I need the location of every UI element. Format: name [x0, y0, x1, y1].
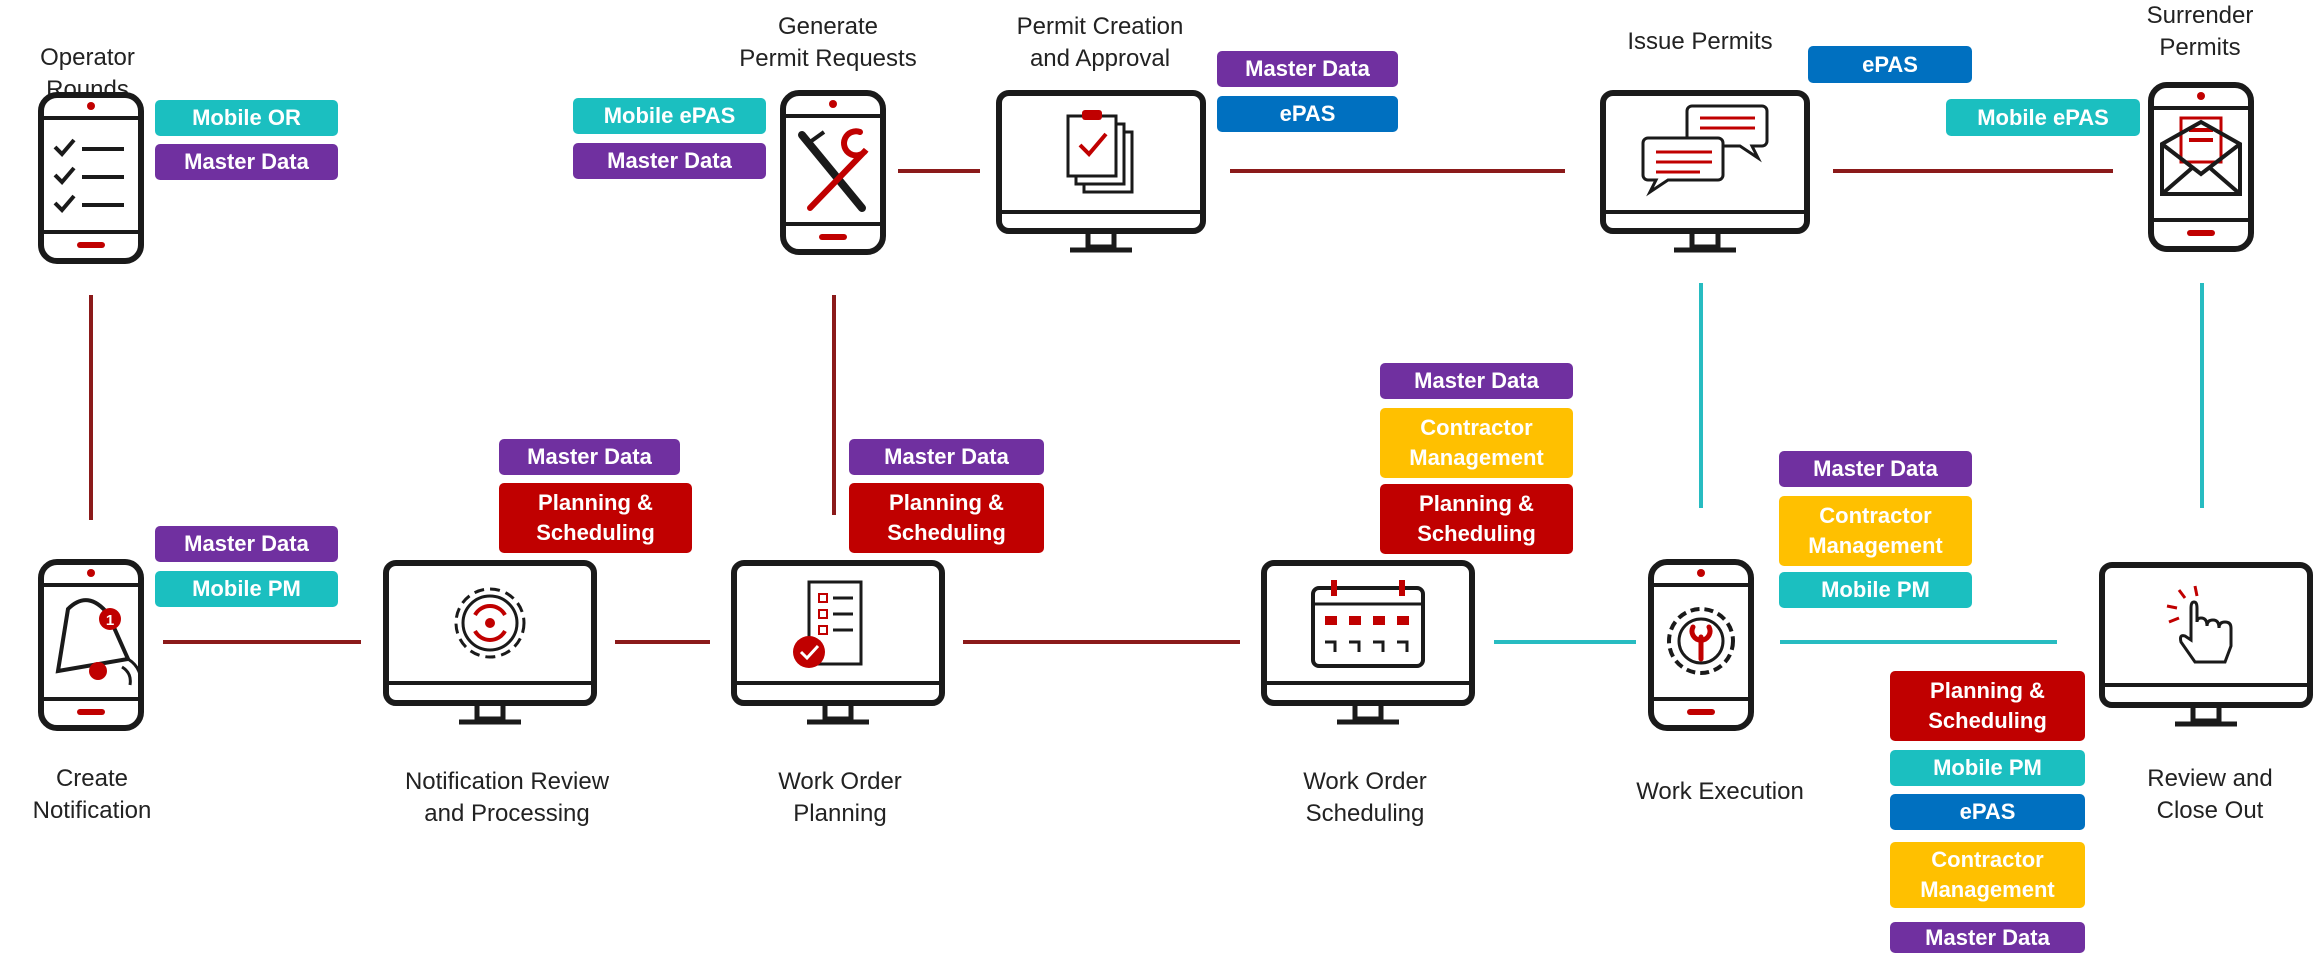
badge-mobile-epas: Mobile ePAS [1946, 99, 2140, 136]
device-create-notification: 1 [38, 559, 144, 731]
badge-master-data: Master Data [155, 526, 338, 562]
device-surrender-permits [2148, 82, 2254, 252]
device-operator-rounds [38, 92, 144, 264]
badge-mobile-pm: Mobile PM [155, 571, 338, 607]
label-work-execution: Work Execution [1636, 778, 1804, 805]
badge-contractor-management: Contractor Management [1380, 408, 1573, 478]
badge-master-data: Master Data [1779, 451, 1972, 487]
connector-planning-to-scheduling [963, 640, 1240, 644]
connector-creation-to-issue [1230, 169, 1565, 173]
label-surrender-permits: Surrender Permits [2146, 2, 2254, 61]
bell-phone-icon: 1 [38, 559, 144, 731]
calendar-monitor-icon [1261, 560, 1475, 725]
clipboard-monitor-icon [996, 90, 1206, 253]
label-review-close-out: Review and Close Out [2147, 765, 2273, 824]
connector-create-to-review [163, 640, 361, 644]
badge-planning-scheduling: Planning & Scheduling [499, 483, 692, 553]
badge-master-data: Master Data [499, 439, 680, 475]
device-issue-permits [1600, 90, 1810, 255]
connector-issue-to-surrender [1833, 169, 2113, 173]
badge-epas: ePAS [1217, 96, 1398, 132]
connector-execution-to-review [1780, 640, 2057, 644]
device-review-close-out [2099, 562, 2313, 732]
badge-master-data: Master Data [1217, 51, 1398, 87]
device-work-execution [1648, 559, 1754, 731]
device-permit-creation [996, 90, 1206, 257]
label-work-order-scheduling: Work Order Scheduling [1303, 768, 1427, 827]
label-operator-rounds: Operator Rounds [40, 44, 135, 103]
gear-cycle-monitor-icon [383, 560, 597, 725]
connector-scheduling-to-execution [1494, 640, 1636, 644]
device-work-order-planning [731, 560, 945, 730]
svg-text:1: 1 [106, 612, 114, 629]
checklist-scroll-monitor-icon [731, 560, 945, 725]
badge-master-data: Master Data [155, 144, 338, 180]
device-generate-permit-requests [780, 90, 886, 255]
connector-operator-to-create [89, 295, 93, 520]
connector-review-to-planning [615, 640, 710, 644]
badge-planning-scheduling: Planning & Scheduling [849, 483, 1044, 553]
badge-planning-scheduling: Planning & Scheduling [1380, 484, 1573, 554]
badge-mobile-epas: Mobile ePAS [573, 98, 766, 134]
badge-master-data: Master Data [1380, 363, 1573, 399]
badge-master-data: Master Data [849, 439, 1044, 475]
badge-master-data: Master Data [1890, 922, 2085, 953]
checklist-phone-icon [38, 92, 144, 264]
tools-phone-icon [780, 90, 886, 255]
connector-generate-to-creation [898, 169, 980, 173]
label-create-notification: Create Notification [32, 765, 152, 824]
badge-mobile-pm: Mobile PM [1779, 572, 1972, 608]
badge-planning-scheduling: Planning & Scheduling [1890, 671, 2085, 741]
device-notification-review [383, 560, 597, 730]
touch-click-monitor-icon [2099, 562, 2313, 727]
label-permit-creation: Permit Creation and Approval [1016, 13, 1184, 72]
device-work-order-scheduling [1261, 560, 1475, 730]
connector-surrender-to-review [2200, 283, 2204, 508]
badge-epas: ePAS [1890, 794, 2085, 830]
badge-mobile-or: Mobile OR [155, 100, 338, 136]
badge-contractor-management: Contractor Management [1890, 842, 2085, 908]
badge-epas: ePAS [1808, 46, 1972, 83]
badge-master-data: Master Data [573, 143, 766, 179]
chat-monitor-icon [1600, 90, 1810, 253]
badge-mobile-pm: Mobile PM [1890, 750, 2085, 786]
label-work-order-planning: Work Order Planning [778, 768, 902, 827]
label-issue-permits: Issue Permits [1627, 28, 1773, 55]
label-notification-review: Notification Review and Processing [404, 768, 610, 827]
gear-wrench-phone-icon [1648, 559, 1754, 731]
connector-generate-to-planning [832, 295, 836, 515]
badge-contractor-management: Contractor Management [1779, 496, 1972, 566]
envelope-phone-icon [2148, 82, 2254, 252]
label-generate-permit-requests: Generate Permit Requests [739, 13, 917, 72]
connector-issue-to-execution [1699, 283, 1703, 508]
